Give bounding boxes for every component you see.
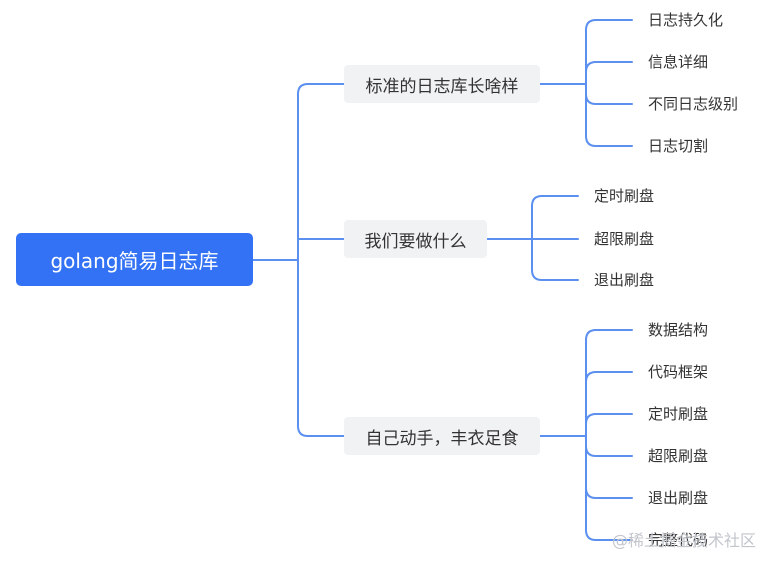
connector-branch0-leaf1	[585, 61, 633, 85]
leaf-node-label: 定时刷盘	[648, 405, 709, 423]
connector-branch0-leaf3	[585, 83, 633, 147]
leaf-node[interactable]: 定时刷盘	[594, 184, 654, 208]
leaf-node[interactable]: 信息详细	[648, 50, 708, 74]
connector-branch2-leaf5	[585, 435, 633, 541]
leaf-node[interactable]: 定时刷盘	[648, 402, 708, 426]
leaf-node[interactable]: 不同日志级别	[648, 92, 738, 116]
leaf-node-label: 定时刷盘	[594, 187, 655, 205]
leaf-node-label: 数据结构	[648, 321, 709, 339]
connector-branch1-leaf0	[531, 195, 579, 240]
root-node-label: golang简易日志库	[50, 249, 219, 273]
leaf-node[interactable]: 超限刷盘	[648, 444, 708, 468]
connector-branch2-leaf3	[585, 435, 633, 457]
branch-node-label: 我们要做什么	[364, 231, 467, 252]
leaf-node[interactable]: 退出刷盘	[594, 268, 654, 292]
root-node[interactable]: golang简易日志库	[16, 233, 253, 286]
leaf-node[interactable]: 完整代码	[648, 528, 708, 552]
branch-node-standard-log-library[interactable]: 标准的日志库长啥样	[344, 65, 540, 103]
connector-root-branch-0	[297, 83, 345, 261]
connector-branch1-leaf2	[531, 238, 579, 281]
connector-branch2-leaf1	[585, 371, 633, 437]
branch-node-label: 标准的日志库长啥样	[365, 76, 519, 97]
leaf-node[interactable]: 代码框架	[648, 360, 708, 384]
connector-branch2-leaf4	[585, 435, 633, 499]
connector-branch2-leaf0	[585, 329, 633, 437]
branch-node-label: 自己动手，丰衣足食	[365, 428, 519, 449]
watermark: @稀土掘金技术社区	[612, 527, 756, 551]
branch-node-what-we-do[interactable]: 我们要做什么	[344, 220, 487, 258]
leaf-node-label: 退出刷盘	[648, 489, 709, 507]
leaf-node[interactable]: 退出刷盘	[648, 486, 708, 510]
leaf-node-label: 信息详细	[648, 53, 709, 71]
leaf-node[interactable]: 数据结构	[648, 318, 708, 342]
leaf-node[interactable]: 日志切割	[648, 134, 708, 158]
leaf-node[interactable]: 超限刷盘	[594, 227, 654, 251]
leaf-node-label: 超限刷盘	[648, 447, 709, 465]
leaf-node-label: 日志持久化	[648, 11, 724, 29]
connector-branch0-leaf0	[585, 19, 633, 85]
leaf-node-label: 退出刷盘	[594, 271, 655, 289]
leaf-node-label: 完整代码	[648, 531, 709, 549]
branch-node-do-it-yourself[interactable]: 自己动手，丰衣足食	[344, 417, 540, 455]
watermark-text: @稀土掘金技术社区	[612, 531, 757, 550]
leaf-node-label: 超限刷盘	[594, 230, 655, 248]
leaf-node-label: 日志切割	[648, 137, 709, 155]
connector-root-branch-2	[297, 259, 345, 437]
leaf-node-label: 不同日志级别	[648, 95, 739, 113]
connector-branch2-leaf2	[585, 413, 633, 437]
connector-branch0-leaf2	[585, 83, 633, 105]
leaf-node-label: 代码框架	[648, 363, 709, 381]
leaf-node[interactable]: 日志持久化	[648, 8, 723, 32]
